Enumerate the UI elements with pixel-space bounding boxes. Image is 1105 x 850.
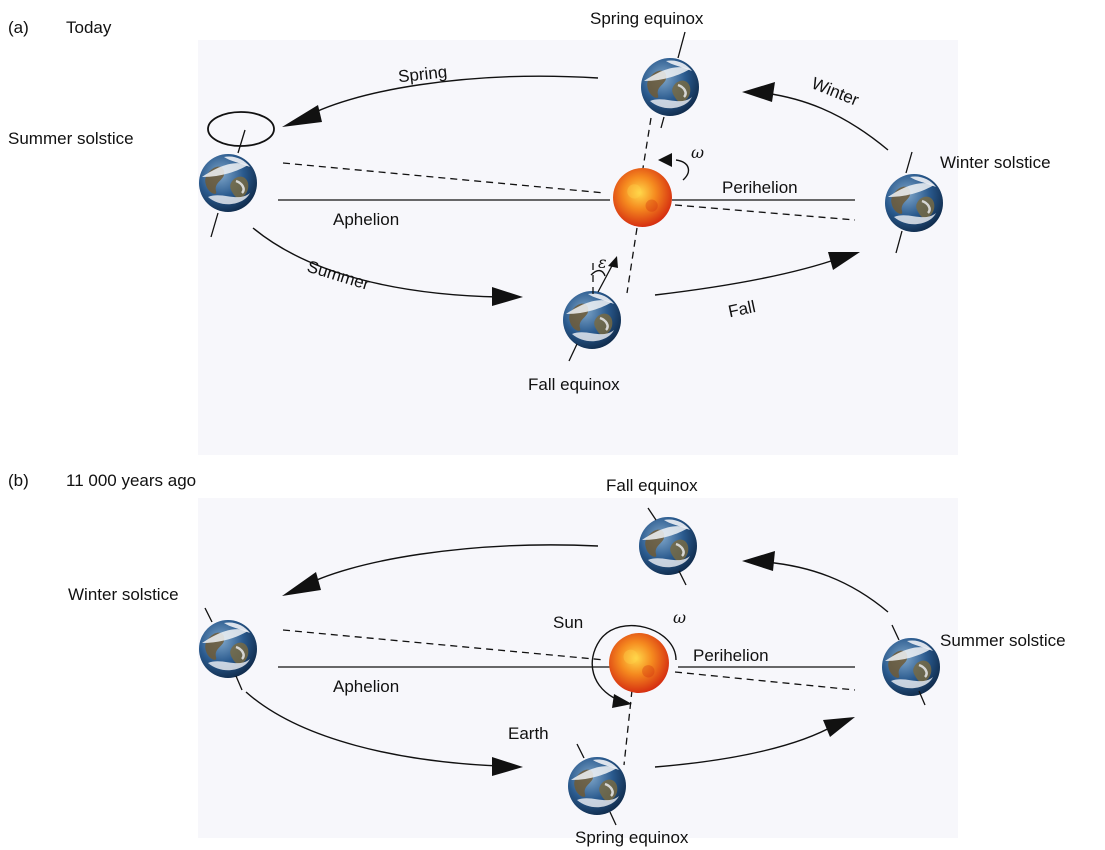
earth-axis-summer-lower [210,212,219,238]
equinox-dashed-line-right [674,671,856,691]
axis-dashed-line-upper [642,117,652,169]
omega-large-arc [591,624,677,701]
label-winter-solstice: Winter solstice [68,585,179,604]
panel-a-title: Today [66,18,112,37]
axis-dashed-line-lower [623,689,633,766]
omega-arc-arrow [675,159,690,181]
label-summer-solstice: Summer solstice [8,129,134,148]
winter-arc [764,92,889,151]
spring-arc [299,75,599,121]
label-fall-equinox: Fall equinox [528,375,620,394]
earth-axis-fall-lower [678,570,687,586]
label-winter-solstice: Winter solstice [940,153,1051,172]
fall-arrowhead [828,252,860,270]
spring-arrowhead [282,105,322,127]
earth-globe-icon [640,57,700,117]
panel-a: (a) Today ω Spring equinox [8,9,1051,455]
arrowhead-winter-to-spring [492,757,523,776]
earth-axis-spring-lower [660,116,665,129]
panel-b: (b) 11 000 years ago ω Sun Fall equi [8,471,1066,847]
omega-label: ω [691,143,704,162]
arrowhead-spring-to-summer [823,717,855,737]
earth-axis-fall-upper [647,507,657,521]
earth-axis-fall-lower [568,343,578,362]
omega-label: ω [673,608,686,627]
earth-axis-summer-lower [918,690,926,706]
axis-dashed-line-lower [626,227,638,294]
winter-arrowhead [742,82,775,102]
label-summer-solstice: Summer solstice [940,631,1066,650]
label-spring-equinox: Spring equinox [590,9,704,28]
panel-a-background [198,40,958,455]
earth-axis-winter-upper [905,151,913,174]
summer-arrowhead [492,287,523,306]
label-aphelion: Aphelion [333,210,399,229]
arrowhead-fall-to-winter [282,572,321,596]
panel-b-tag: (b) [8,471,29,490]
omega-large-arrowhead [612,694,632,708]
rotation-ellipse [207,111,275,147]
label-fall-equinox: Fall equinox [606,476,698,495]
equinox-dashed-line-right [674,204,856,221]
earth-globe-icon [567,756,627,816]
epsilon-label: ε [598,253,607,272]
fall-arc [654,257,841,296]
earth-globe-icon [881,637,941,697]
arc-fall-to-winter [299,544,599,589]
arc-spring-to-summer [654,724,836,768]
epsilon-axis-arrowhead [608,256,618,268]
earth-axis-spring [677,31,686,59]
sun-icon [613,168,672,227]
arc-summer-to-fall [764,561,889,613]
equinox-dashed-line-left [282,629,606,661]
epsilon-arc [590,269,606,277]
earth-axis-spring-upper [576,743,585,759]
label-spring-equinox: Spring equinox [575,828,689,847]
earth-globe-icon [884,173,944,233]
summer-arc [252,227,501,298]
panel-b-title: 11 000 years ago [66,471,196,490]
label-perihelion: Perihelion [722,178,798,197]
earth-axis-winter-upper [204,607,213,623]
label-perihelion: Perihelion [693,646,769,665]
panel-a-tag: (a) [8,18,29,37]
label-earth: Earth [508,724,549,743]
label-aphelion: Aphelion [333,677,399,696]
sun-icon [609,633,669,693]
arc-winter-to-spring [245,691,501,767]
epsilon-axis-arrow-line [597,261,615,293]
earth-axis-winter-lower [895,230,903,254]
earth-globe-icon [198,619,258,679]
earth-axis-summer-upper [891,624,900,641]
equinox-dashed-line-left [282,162,606,194]
arrowhead-summer-to-fall [742,551,775,571]
earth-globe-icon [198,153,258,213]
earth-globe-icon [562,290,622,350]
earth-axis-spring-lower [609,811,617,826]
earth-globe-icon [638,516,698,576]
label-sun: Sun [553,613,583,632]
omega-arrowhead [658,153,672,167]
earth-axis-summer-upper [237,129,246,154]
earth-axis-winter-lower [235,675,243,691]
